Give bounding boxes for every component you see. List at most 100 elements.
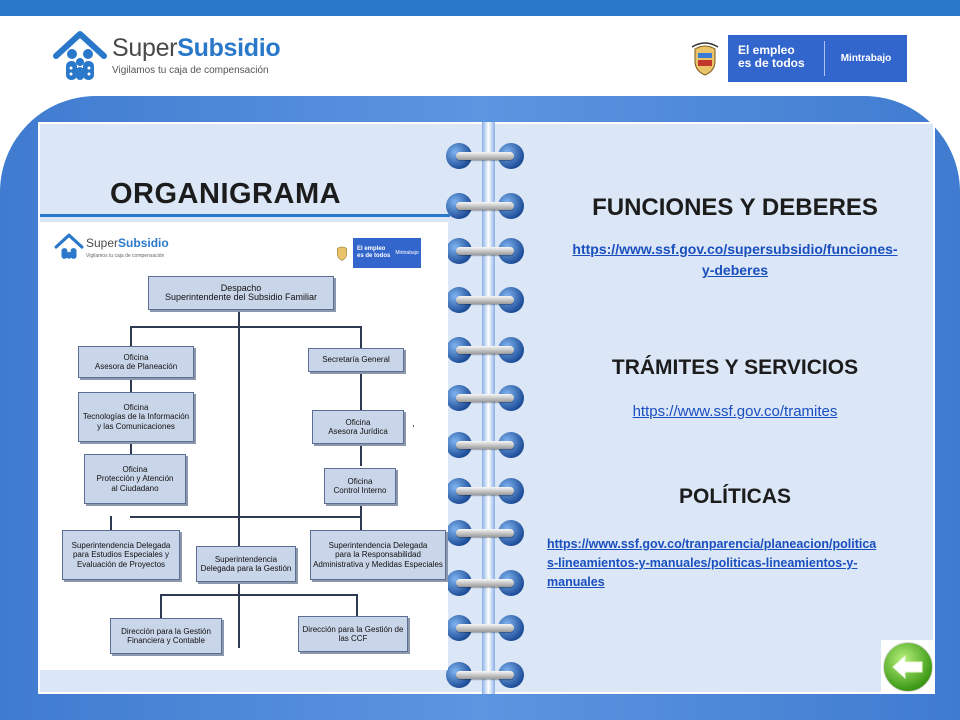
brand-tagline: Vigilamos tu caja de compensación: [112, 65, 269, 76]
org-text: Oficina: [345, 417, 371, 427]
org-box-secretaria: Secretaría General: [308, 348, 404, 372]
org-text: Asesora de Planeación: [94, 362, 178, 371]
org-text: Oficina: [122, 464, 148, 474]
brand-name-part2: Subsidio: [177, 34, 281, 62]
org-line-left-1: [130, 370, 132, 392]
org-text: las CCF: [338, 634, 368, 643]
top-accent-bar: [0, 0, 960, 16]
binder-ring-icon: [446, 385, 524, 411]
org-line-bottom-left: [160, 594, 162, 618]
org-line-bottom: [160, 594, 358, 596]
org-text: Asesora Jurídica: [328, 427, 388, 436]
house-family-logo-icon: [53, 31, 107, 80]
binder-ring-icon: [446, 615, 524, 641]
chart-gov-slogan: El empleo es de todos: [353, 238, 393, 268]
funciones-link-line1: https://www.ssf.gov.co/supersubsidio/fun…: [572, 241, 898, 257]
org-stray-mark: ,: [412, 418, 415, 429]
brand-name: SuperSubsidio: [112, 34, 281, 63]
binder-ring-icon: [446, 287, 524, 313]
org-line-right-2: [360, 444, 362, 466]
brand-name-part1: Super: [112, 34, 178, 62]
binder-ring-icon: [446, 238, 524, 264]
colombia-shield-icon: [331, 238, 353, 268]
politicas-link-line2: s-lineamientos-y-manuales/politicas-line…: [547, 556, 858, 570]
tramites-link[interactable]: https://www.ssf.gov.co/tramites: [632, 403, 838, 420]
org-text: Secretaría General: [322, 355, 390, 365]
org-line-mid-right: [360, 504, 362, 530]
colombia-shield-icon: [682, 35, 728, 82]
org-text: para Estudios Especiales y: [72, 550, 170, 560]
organigrama-title: ORGANIGRAMA: [110, 178, 342, 210]
org-text: Dirección para la Gestión: [121, 626, 211, 636]
organigrama-underline: [40, 214, 450, 217]
org-line-right-1: [360, 372, 362, 410]
org-text: Oficina: [123, 402, 149, 412]
org-line-bottom-right: [356, 594, 358, 616]
org-chart-image[interactable]: SuperSubsidio Vigilamos tu caja de compe…: [40, 222, 448, 670]
org-line-left-2: [130, 444, 132, 454]
binder-ring-icon: [446, 662, 524, 688]
politicas-title: POLÍTICAS: [678, 485, 791, 508]
org-text: Despacho: [220, 282, 262, 293]
org-text: Tecnologías de la Información: [82, 412, 190, 422]
org-text: Superintendente del Subsidio Familiar: [164, 292, 318, 302]
tramites-title: TRÁMITES Y SERVICIOS: [611, 356, 859, 379]
gov-ministry: Mintrabajo: [840, 53, 892, 64]
back-arrow-icon: [883, 642, 933, 692]
politicas-link[interactable]: https://www.ssf.gov.co/tranparencia/plan…: [547, 535, 939, 592]
org-text: Oficina: [123, 352, 149, 362]
chart-gov-line2: es de todos: [357, 253, 391, 259]
binder-ring-icon: [446, 193, 524, 219]
funciones-link-line2: y-deberes: [701, 262, 769, 278]
funciones-title: FUNCIONES Y DEBERES: [592, 194, 878, 221]
chart-brand-tagline: Vigilamos tu caja de compensación: [86, 253, 165, 259]
binder-ring-icon: [446, 478, 524, 504]
gov-badge[interactable]: El empleo es de todos Mintrabajo: [682, 35, 907, 82]
org-text: Dirección para la Gestión de: [302, 624, 404, 634]
org-line-mid-left: [110, 516, 112, 530]
chart-gov-badge: El empleo es de todos Mintrabajo: [331, 238, 421, 268]
org-text: Control Interno: [333, 486, 387, 495]
org-line-right-drop: [360, 326, 362, 348]
politicas-link-line1: https://www.ssf.gov.co/tranparencia/plan…: [547, 537, 877, 551]
org-text: Superintendencia Delegada: [71, 540, 171, 550]
org-text: para la Responsabilidad: [335, 550, 421, 560]
back-button[interactable]: [881, 640, 935, 694]
supersubsidio-logo[interactable]: SuperSubsidio Vigilamos tu caja de compe…: [52, 28, 312, 88]
funciones-link[interactable]: https://www.ssf.gov.co/supersubsidio/fun…: [520, 239, 950, 281]
org-line-left-drop: [130, 326, 132, 346]
org-line-trunk: [238, 310, 240, 648]
chart-gov-line1: El empleo: [357, 246, 386, 252]
org-text: Delegada para la Gestión: [200, 564, 292, 573]
house-family-logo-icon: [54, 233, 84, 259]
org-text: Administrativa y Medidas Especiales: [313, 559, 443, 569]
org-line-mid: [130, 516, 362, 518]
binder-ring-icon: [446, 337, 524, 363]
gov-divider: [824, 41, 825, 76]
org-text: Protección y Atención: [96, 474, 174, 484]
binder-ring-icon: [446, 143, 524, 169]
org-text: Superintendencia Delegada: [328, 540, 428, 550]
binder-ring-icon: [446, 520, 524, 546]
binder-ring-icon: [446, 570, 524, 596]
org-text: Financiera y Contable: [127, 636, 205, 645]
chart-brand-part2: Subsidio: [118, 236, 169, 250]
chart-gov-ministry: Mintrabajo: [395, 250, 419, 256]
org-text: Evaluación de Proyectos: [76, 559, 166, 569]
gov-slogan-line1: El empleo: [738, 43, 795, 57]
org-line-top: [130, 326, 362, 328]
politicas-link-line3: manuales: [547, 575, 605, 589]
notebook-spine: [482, 122, 495, 694]
org-text: y las Comunicaciones: [97, 421, 175, 431]
